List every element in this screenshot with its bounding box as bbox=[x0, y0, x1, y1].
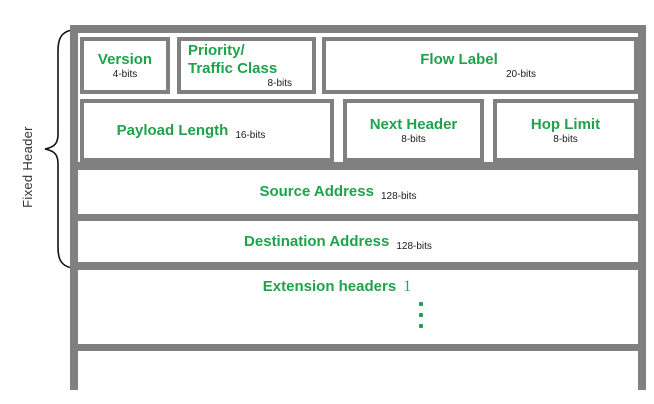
field-label-line2: Traffic Class bbox=[188, 60, 278, 77]
field-source-address: Source Address 128-bits bbox=[78, 162, 638, 214]
header-row-1: Version 4-bits Priority/ Traffic Class 8… bbox=[78, 37, 638, 94]
field-label: Extension headers bbox=[262, 278, 397, 295]
header-frame: Version 4-bits Priority/ Traffic Class 8… bbox=[70, 25, 646, 390]
field-hop-limit: Hop Limit 8-bits bbox=[493, 99, 638, 162]
field-label: Flow Label bbox=[420, 50, 498, 68]
field-destination-address: Destination Address 128-bits bbox=[78, 214, 638, 262]
field-bits: 8-bits bbox=[267, 78, 292, 89]
field-traffic-class: Priority/ Traffic Class 8-bits bbox=[177, 37, 316, 94]
extension-number: 1 bbox=[403, 278, 412, 295]
field-bits: 20-bits bbox=[505, 68, 536, 80]
field-bits: 16-bits bbox=[235, 129, 266, 141]
field-label: Source Address bbox=[259, 183, 374, 200]
field-payload-length: Payload Length 16-bits bbox=[80, 99, 334, 162]
field-label: Destination Address bbox=[244, 232, 390, 250]
field-label: Version bbox=[97, 50, 153, 68]
fixed-header-label: Fixed Header bbox=[20, 126, 35, 208]
field-version: Version 4-bits bbox=[80, 37, 170, 94]
field-next-header: Next Header 8-bits bbox=[343, 99, 484, 162]
field-label: Hop Limit bbox=[530, 115, 601, 133]
field-bits: 8-bits bbox=[401, 133, 426, 145]
field-bits: 4-bits bbox=[112, 68, 138, 80]
field-bits: 128-bits bbox=[396, 240, 432, 252]
ellipsis-dots-icon bbox=[419, 302, 423, 328]
next-header-part-row bbox=[78, 344, 638, 390]
field-bits: 128-bits bbox=[380, 191, 417, 202]
field-label: Next Header bbox=[369, 115, 458, 133]
field-label: Payload Length bbox=[116, 121, 229, 139]
field-flow-label: Flow Label 20-bits bbox=[322, 37, 638, 94]
field-bits: 8-bits bbox=[553, 133, 578, 145]
fixed-header-brace-icon bbox=[44, 29, 73, 269]
field-extension-headers: Extension headers 1 bbox=[78, 262, 638, 344]
field-label-line1: Priority/ bbox=[188, 42, 245, 59]
header-row-2: Payload Length 16-bits Next Header 8-bit… bbox=[78, 99, 638, 162]
